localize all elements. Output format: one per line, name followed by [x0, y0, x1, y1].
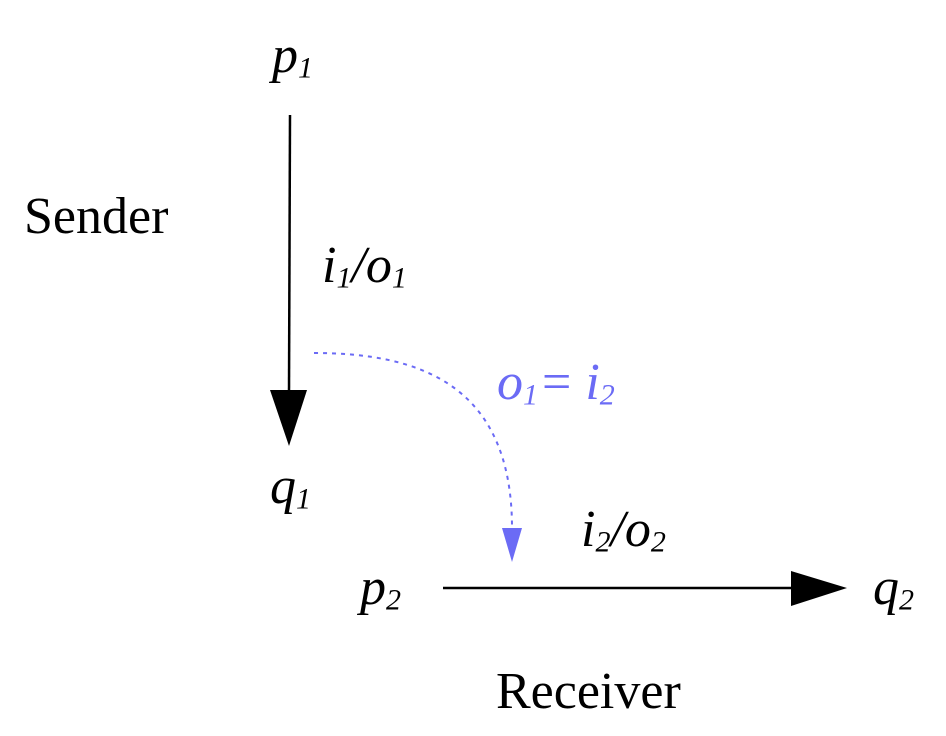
link-lhs-symbol: o — [497, 354, 523, 411]
sender-transition-label: i1/o1 — [322, 237, 407, 295]
link-lhs-sub: 1 — [523, 378, 538, 412]
state-q1-base: q — [270, 458, 296, 515]
sender-input-symbol: i — [322, 237, 337, 294]
state-q1-sub: 1 — [296, 482, 311, 516]
link-rhs-symbol: i — [585, 354, 600, 411]
link-rhs-sub: 2 — [599, 378, 615, 412]
sender-output-sub: 1 — [391, 261, 407, 295]
receiver-output-symbol: o — [624, 501, 651, 558]
state-p1-sub: 1 — [298, 51, 313, 85]
receiver-input-sub: 2 — [595, 525, 611, 559]
state-p1-base: p — [272, 27, 298, 84]
sender-transition-line — [287, 114, 292, 393]
state-q2-base: q — [873, 559, 899, 616]
link-equation-label: o1=i2 — [497, 354, 615, 412]
sender-label: Sender — [24, 188, 169, 245]
link-equals-sign: = — [542, 354, 572, 411]
output-input-link-curve — [313, 352, 513, 529]
state-p2-base: p — [360, 559, 386, 616]
sender-transition-separator: / — [351, 237, 366, 294]
receiver-arrowhead — [791, 571, 847, 606]
receiver-transition-label: i2/o2 — [581, 501, 666, 559]
receiver-input-symbol: i — [581, 501, 596, 558]
sender-arrowhead — [270, 390, 307, 446]
link-arrowhead — [502, 528, 522, 562]
sender-input-sub: 1 — [336, 261, 352, 295]
sender-output-symbol: o — [365, 237, 392, 294]
state-p2-sub: 2 — [386, 583, 401, 617]
state-p2: p2 — [360, 559, 401, 617]
state-p1: p1 — [272, 27, 313, 85]
receiver-output-sub: 2 — [650, 525, 666, 559]
state-q1: q1 — [270, 458, 311, 516]
receiver-transition-separator: / — [610, 501, 625, 558]
state-q2: q2 — [873, 559, 914, 617]
receiver-label: Receiver — [496, 663, 681, 720]
state-q2-sub: 2 — [899, 583, 914, 617]
